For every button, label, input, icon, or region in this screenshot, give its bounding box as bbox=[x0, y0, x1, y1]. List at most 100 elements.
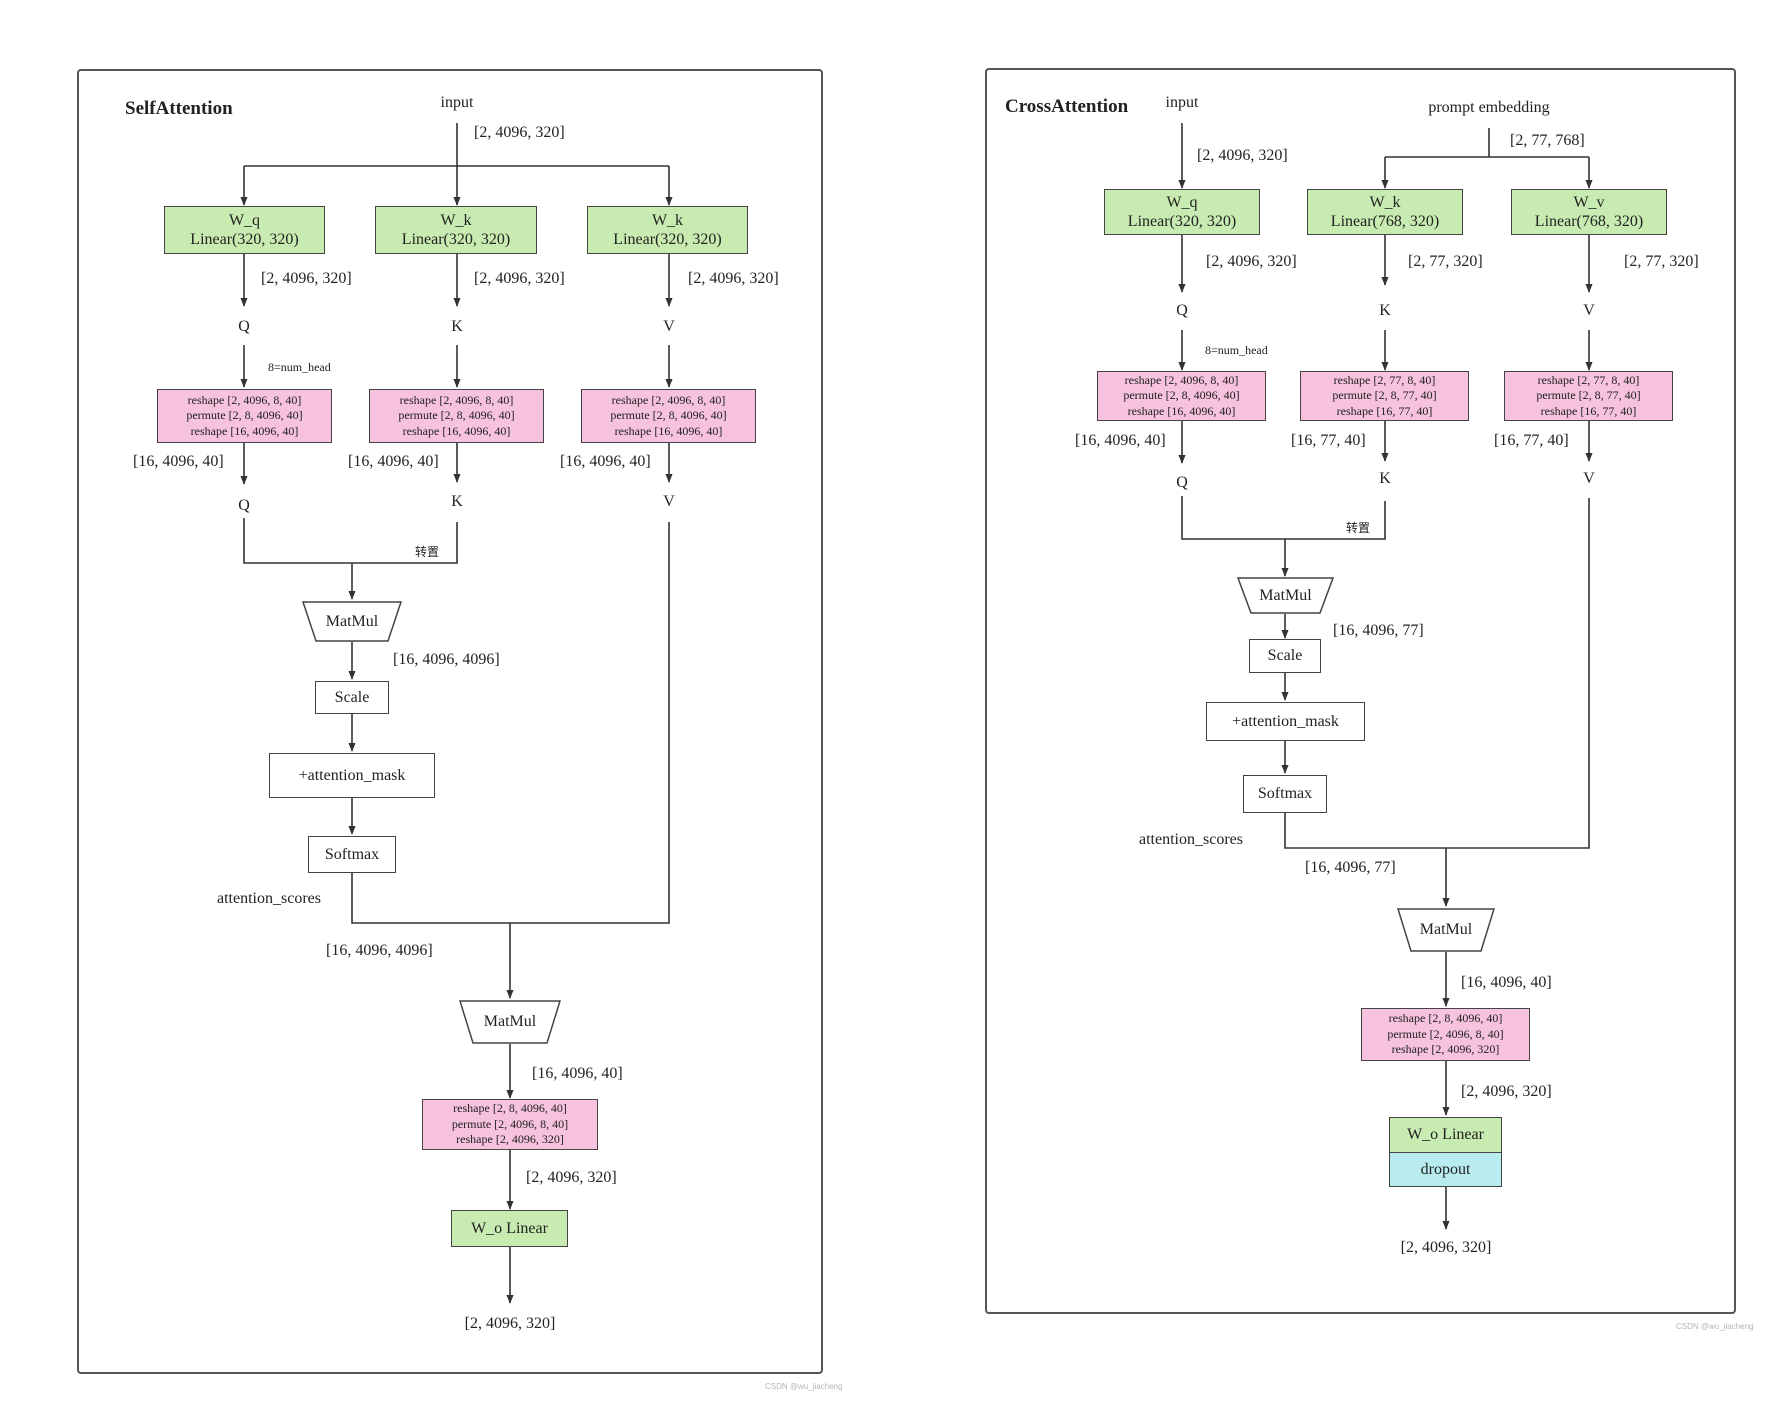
self-wk-linear-box: W_k Linear(320, 320) bbox=[375, 206, 537, 254]
self-v2-label: V bbox=[663, 493, 675, 510]
cross-matmul-v-label: MatMul bbox=[1419, 921, 1473, 938]
self-v-reshape-line: reshape [2, 4096, 8, 40] bbox=[611, 392, 726, 407]
cross-dropout-label: dropout bbox=[1420, 1160, 1471, 1178]
self-matmul-v-label: MatMul bbox=[483, 1013, 537, 1030]
self-k-reshape-line: reshape [2, 4096, 8, 40] bbox=[399, 392, 514, 407]
cross-q2-label: Q bbox=[1176, 474, 1188, 491]
cross-q-permute-line: permute [2, 8, 4096, 40] bbox=[1123, 388, 1240, 403]
cross-k-label: K bbox=[1379, 302, 1391, 319]
self-v-reshape-shape: [16, 4096, 40] bbox=[560, 453, 651, 470]
self-matmul-v: MatMul bbox=[459, 1000, 561, 1044]
cross-q-linear-shape: [2, 4096, 320] bbox=[1206, 253, 1297, 270]
self-out-reshape-line: reshape [2, 8, 4096, 40] bbox=[453, 1101, 567, 1116]
cross-v-reshape-shape: [16, 77, 40] bbox=[1494, 432, 1569, 449]
self-out-shape2: [2, 4096, 320] bbox=[526, 1169, 617, 1186]
cross-wq-linear-box: W_q Linear(320, 320) bbox=[1104, 189, 1260, 235]
self-attention-panel bbox=[77, 69, 823, 1374]
cross-scale-label: Scale bbox=[1267, 647, 1303, 665]
self-out-reshape-line: reshape [2, 4096, 320] bbox=[456, 1132, 564, 1147]
self-matmul-qk: MatMul bbox=[302, 601, 402, 642]
cross-q-reshape-line: reshape [2, 4096, 8, 40] bbox=[1124, 372, 1239, 387]
cross-k-reshape-shape: [16, 77, 40] bbox=[1291, 432, 1366, 449]
self-q-reshape-shape: [16, 4096, 40] bbox=[133, 453, 224, 470]
cross-out-reshape-line: reshape [2, 4096, 320] bbox=[1391, 1042, 1500, 1057]
cross-wv-name: W_v bbox=[1573, 193, 1605, 211]
self-v-reshape-line: reshape [16, 4096, 40] bbox=[614, 423, 723, 438]
cross-v-permute-line: permute [2, 8, 77, 40] bbox=[1536, 388, 1641, 403]
cross-input-label: input bbox=[1165, 94, 1199, 111]
self-v-label: V bbox=[663, 318, 675, 335]
self-output-shape: [2, 4096, 320] bbox=[464, 1315, 556, 1332]
self-num-head-note: 8=num_head bbox=[268, 360, 331, 374]
self-out-reshape-box: reshape [2, 8, 4096, 40] permute [2, 409… bbox=[422, 1099, 598, 1150]
cross-wv-linear-box: W_v Linear(768, 320) bbox=[1511, 189, 1667, 235]
cross-k-reshape-line: reshape [16, 77, 40] bbox=[1336, 403, 1433, 418]
self-matmul-qk-shape bbox=[302, 601, 402, 642]
cross-out-reshape-line: reshape [2, 8, 4096, 40] bbox=[1388, 1011, 1503, 1026]
self-wk-layer: Linear(320, 320) bbox=[401, 231, 511, 248]
cross-matmul-v-shape bbox=[1397, 908, 1495, 952]
cross-scale-box: Scale bbox=[1249, 639, 1321, 673]
self-input-shape: [2, 4096, 320] bbox=[474, 124, 565, 141]
self-scale-box: Scale bbox=[315, 681, 389, 714]
self-q-reshape-line: reshape [16, 4096, 40] bbox=[190, 423, 299, 438]
cross-out-shape1: [16, 4096, 40] bbox=[1461, 974, 1552, 991]
self-attention-scores-label: attention_scores bbox=[217, 890, 321, 907]
cross-num-head-note: 8=num_head bbox=[1205, 343, 1268, 357]
cross-watermark: CSDN @wu_jiacheng bbox=[1676, 1322, 1754, 1331]
cross-q-reshape-line: reshape [16, 4096, 40] bbox=[1127, 403, 1236, 418]
self-k2-label: K bbox=[451, 493, 463, 510]
self-input-label: input bbox=[440, 94, 474, 111]
self-q-linear-shape: [2, 4096, 320] bbox=[261, 270, 352, 287]
self-wv-linear-box: W_k Linear(320, 320) bbox=[587, 206, 748, 254]
cross-wq-name: W_q bbox=[1166, 193, 1198, 211]
cross-v-reshape-box: reshape [2, 77, 8, 40] permute [2, 8, 77… bbox=[1504, 371, 1673, 421]
self-q-reshape-box: reshape [2, 4096, 8, 40] permute [2, 8, … bbox=[157, 389, 332, 443]
cross-out-shape2: [2, 4096, 320] bbox=[1461, 1083, 1552, 1100]
cross-q-label: Q bbox=[1176, 302, 1188, 319]
cross-k-linear-shape: [2, 77, 320] bbox=[1408, 253, 1483, 270]
self-watermark: CSDN @wu_jiacheng bbox=[765, 1382, 843, 1391]
self-matmul-qk-label: MatMul bbox=[325, 612, 379, 630]
cross-v-linear-shape: [2, 77, 320] bbox=[1624, 253, 1699, 270]
cross-wo-label: W_o Linear bbox=[1407, 1126, 1484, 1144]
cross-wo-linear-box: W_o Linear bbox=[1389, 1117, 1502, 1153]
self-wv-layer: Linear(320, 320) bbox=[613, 231, 722, 248]
cross-k2-label: K bbox=[1379, 470, 1391, 487]
cross-wk-name: W_k bbox=[1369, 193, 1401, 211]
self-q-label: Q bbox=[238, 318, 250, 335]
cross-wv-layer: Linear(768, 320) bbox=[1534, 213, 1644, 230]
self-transpose-note: 转置 bbox=[415, 545, 440, 559]
cross-attention-scores-label: attention_scores bbox=[1139, 831, 1243, 848]
cross-matmul-qk-shape bbox=[1237, 577, 1334, 614]
cross-k-reshape-line: reshape [2, 77, 8, 40] bbox=[1333, 372, 1436, 387]
self-mask-label: +attention_mask bbox=[298, 766, 406, 784]
self-out-permute-line: permute [2, 4096, 8, 40] bbox=[451, 1116, 569, 1131]
cross-output-shape: [2, 4096, 320] bbox=[1400, 1239, 1492, 1256]
self-wk-name: W_k bbox=[440, 211, 472, 229]
self-wv-name: W_k bbox=[651, 211, 684, 229]
self-q-reshape-line: reshape [2, 4096, 8, 40] bbox=[187, 392, 302, 407]
cross-out-permute-line: permute [2, 4096, 8, 40] bbox=[1387, 1026, 1504, 1041]
self-q2-label: Q bbox=[238, 497, 250, 514]
cross-attention-panel bbox=[985, 68, 1736, 1314]
cross-matmul-v: MatMul bbox=[1397, 908, 1495, 952]
self-mask-box: +attention_mask bbox=[269, 753, 435, 798]
self-wq-linear-box: W_q Linear(320, 320) bbox=[164, 206, 325, 254]
self-v-reshape-box: reshape [2, 4096, 8, 40] permute [2, 8, … bbox=[581, 389, 756, 443]
cross-out-reshape-box: reshape [2, 8, 4096, 40] permute [2, 409… bbox=[1361, 1008, 1530, 1061]
cross-q-reshape-shape: [16, 4096, 40] bbox=[1075, 432, 1166, 449]
cross-v-reshape-line: reshape [2, 77, 8, 40] bbox=[1537, 372, 1640, 387]
cross-matmul-qk-label: MatMul bbox=[1259, 586, 1312, 604]
self-k-reshape-line: reshape [16, 4096, 40] bbox=[402, 423, 511, 438]
self-out-shape1: [16, 4096, 40] bbox=[532, 1065, 623, 1082]
cross-k-permute-line: permute [2, 8, 77, 40] bbox=[1332, 388, 1437, 403]
self-k-label: K bbox=[451, 318, 463, 335]
cross-scores-shape2: [16, 4096, 77] bbox=[1305, 859, 1396, 876]
cross-input-shape: [2, 4096, 320] bbox=[1197, 147, 1288, 164]
cross-matmul-qk: MatMul bbox=[1237, 577, 1334, 614]
cross-prompt-shape: [2, 77, 768] bbox=[1510, 132, 1585, 149]
self-scores-shape: [16, 4096, 4096] bbox=[393, 651, 500, 668]
cross-wk-layer: Linear(768, 320) bbox=[1330, 213, 1440, 230]
cross-prompt-label: prompt embedding bbox=[1428, 99, 1550, 116]
